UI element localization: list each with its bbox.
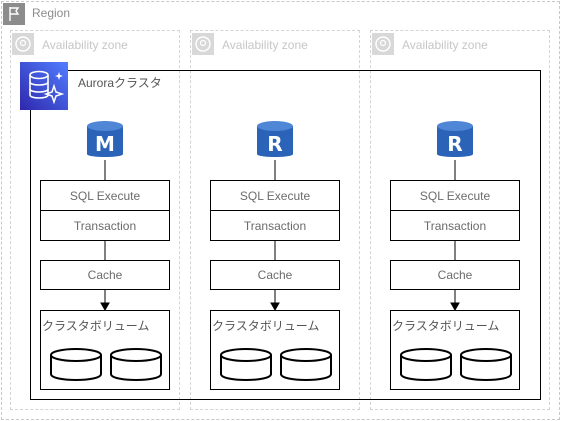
cluster-volume-label: クラスタボリューム — [212, 319, 320, 333]
region-flag-icon — [3, 3, 25, 25]
availability-zone-3 — [370, 30, 550, 410]
instance-badge: R — [447, 132, 462, 156]
storage-disk-icon — [220, 348, 272, 382]
storage-disk-icon — [460, 348, 512, 382]
cache-box: Cache — [210, 260, 340, 290]
availability-zone-2 — [190, 30, 360, 410]
sql-execute-box: SQL Execute — [210, 180, 340, 211]
availability-zone-1 — [10, 30, 180, 410]
replica-db-icon: R — [435, 120, 475, 160]
availability-zone-label: Availability zone — [402, 38, 488, 52]
instance-badge: M — [95, 132, 115, 156]
aurora-cluster-label: Auroraクラスタ — [78, 76, 162, 90]
storage-disk-icon — [280, 348, 332, 382]
aurora-cluster-boundary — [30, 70, 541, 400]
availability-zone-icon — [12, 33, 34, 55]
transaction-box: Transaction — [390, 210, 520, 241]
replica-db-icon: R — [255, 120, 295, 160]
availability-zone-label: Availability zone — [222, 38, 308, 52]
transaction-box: Transaction — [210, 210, 340, 241]
storage-disk-icon — [400, 348, 452, 382]
sql-execute-box: SQL Execute — [390, 180, 520, 211]
cluster-volume-label: クラスタボリューム — [42, 319, 150, 333]
storage-disk-icon — [50, 348, 102, 382]
cache-box: Cache — [390, 260, 520, 290]
instance-badge: R — [267, 132, 282, 156]
availability-zone-label: Availability zone — [42, 38, 128, 52]
availability-zone-icon — [192, 33, 214, 55]
availability-zone-icon — [372, 33, 394, 55]
aurora-icon — [20, 62, 68, 110]
storage-disk-icon — [110, 348, 162, 382]
sql-execute-box: SQL Execute — [40, 180, 170, 211]
cache-box: Cache — [40, 260, 170, 290]
master-db-icon: M — [85, 120, 125, 160]
transaction-box: Transaction — [40, 210, 170, 241]
region-label: Region — [32, 6, 71, 20]
cluster-volume-label: クラスタボリューム — [392, 319, 500, 333]
